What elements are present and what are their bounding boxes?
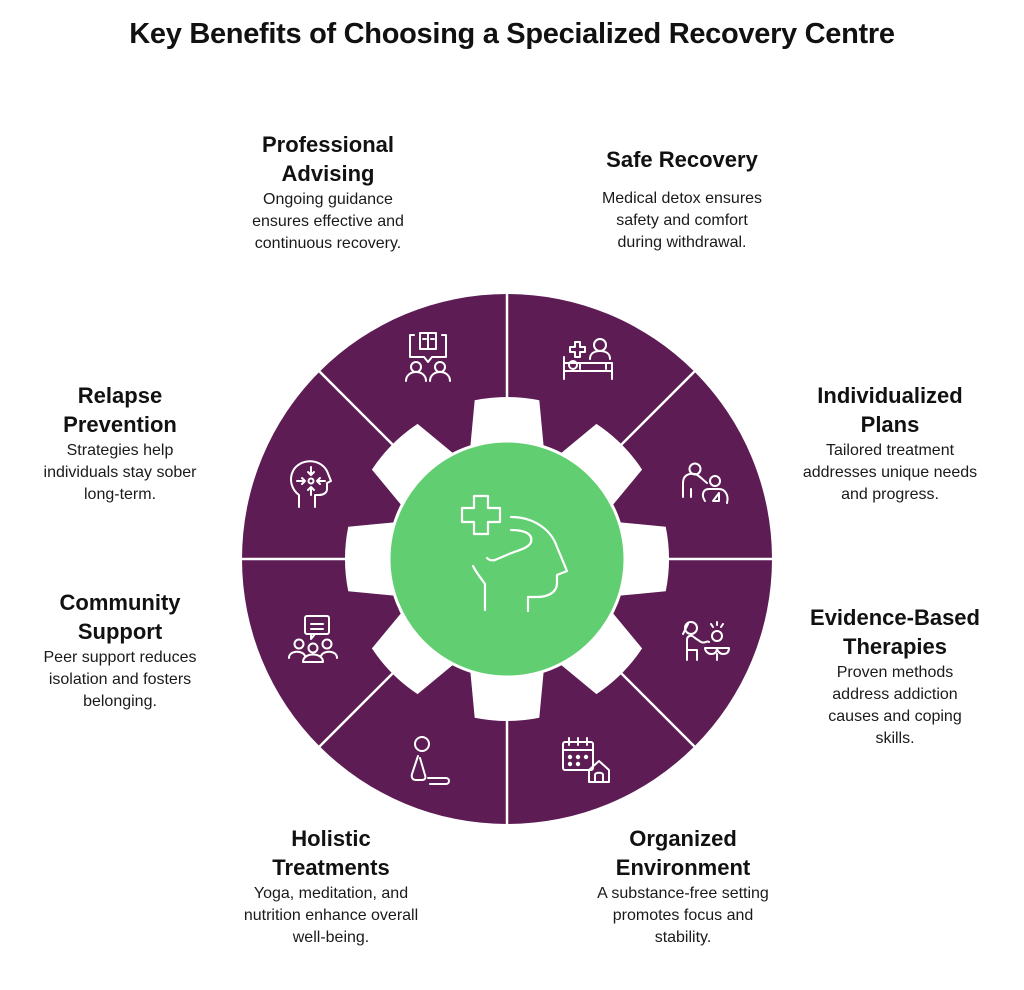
benefit-title-line: Professional <box>261 132 395 157</box>
benefit-description: Tailored treatment addresses unique needs… <box>780 440 1000 506</box>
segment-divider <box>619 671 696 748</box>
benefit-description: Medical detox ensures safety and comfort d… <box>582 188 782 254</box>
gear-gap <box>371 423 458 510</box>
gear-gap <box>469 666 545 721</box>
segment-individualized-plans <box>590 371 772 559</box>
benefit-description-line: and progress. <box>841 486 939 503</box>
gear-gap <box>556 608 643 695</box>
benefit-title-line: Evidence-Based <box>810 605 980 630</box>
benefit-description-line: continuous recovery. <box>254 235 402 252</box>
group-chat-icon <box>288 615 338 663</box>
benefit-description: Peer support reduces isolation and foster… <box>20 647 220 713</box>
hospital-bed-icon <box>563 338 613 380</box>
segment-professional-advising <box>319 294 507 476</box>
benefit-description-line: safety and comfort <box>616 212 748 229</box>
segment-organized-environment <box>507 642 695 825</box>
benefit-description-line: Proven methods <box>836 664 954 681</box>
benefit-description-line: causes and coping <box>828 708 962 725</box>
segment-divider <box>619 370 696 447</box>
benefit-description-line: isolation and fosters <box>48 671 192 688</box>
benefit-description-line: individuals stay sober <box>43 464 197 481</box>
benefit-description-line: Yoga, meditation, and <box>253 885 409 902</box>
segment-divider <box>318 370 395 447</box>
gear-gap <box>556 423 643 510</box>
benefit-title-line: Plans <box>860 412 920 437</box>
benefit-title-line: Safe Recovery <box>606 147 758 172</box>
benefit-description-line: A substance-free setting <box>597 885 769 902</box>
caregiver-icon <box>682 462 729 504</box>
benefit-description: Proven methods address addiction causes an… <box>790 662 1000 750</box>
benefit-title-line: Relapse <box>77 383 163 408</box>
benefit-title-line: Treatments <box>272 855 390 880</box>
gear-gap <box>614 521 669 597</box>
therapist-session-icon <box>682 621 730 661</box>
head-medical-cross-icon <box>460 494 569 613</box>
benefit-title-line: Support <box>77 619 163 644</box>
benefit-description: Strategies help individuals stay sober lon… <box>20 440 220 506</box>
benefit-title-line: Holistic <box>291 826 371 851</box>
gear-gap <box>469 397 545 452</box>
advisor-meeting-icon <box>405 332 451 382</box>
benefit-description-line: address addiction <box>832 686 958 703</box>
gear-gap <box>345 521 400 597</box>
benefit-description-line: promotes focus and <box>612 907 754 924</box>
benefit-title-line: Advising <box>281 161 375 186</box>
benefit-description-line: Ongoing guidance <box>263 191 393 208</box>
benefit-title-line: Prevention <box>63 412 177 437</box>
benefit-description-line: belonging. <box>83 693 157 710</box>
yoga-pose-icon <box>410 736 450 785</box>
benefit-description: Ongoing guidance ensures effective and con… <box>228 189 428 255</box>
diagram-title: Key Benefits of Choosing a Specialized R… <box>129 18 895 50</box>
segment-relapse-prevention <box>242 371 424 559</box>
segment-divider <box>318 671 395 748</box>
segment-holistic-treatments <box>319 642 507 825</box>
benefit-description-line: skills. <box>875 730 915 747</box>
benefit-description-line: long-term. <box>83 486 157 503</box>
benefit-title-line: Therapies <box>843 634 947 659</box>
benefit-title-line: Individualized <box>817 383 963 408</box>
segment-safe-recovery <box>507 294 695 476</box>
benefit-title-line: Environment <box>615 855 751 880</box>
benefit-description-line: ensures effective and <box>252 213 404 230</box>
benefit-title-line: Organized <box>629 826 737 851</box>
benefit-description: Yoga, meditation, and nutrition enhance o… <box>226 883 436 949</box>
benefit-description-line: during withdrawal. <box>617 234 747 251</box>
benefit-description-line: Peer support reduces <box>43 649 197 666</box>
benefit-title-line: Community <box>59 590 181 615</box>
calendar-home-icon <box>562 737 610 783</box>
benefit-description-line: Strategies help <box>66 442 174 459</box>
benefit-description-line: nutrition enhance overall <box>243 907 419 924</box>
benefit-description-line: Tailored treatment <box>825 442 955 459</box>
center-hub <box>387 439 627 679</box>
benefit-description-line: addresses unique needs <box>802 464 978 481</box>
benefit-description-line: well-being. <box>292 929 370 946</box>
benefit-title: Safe Recovery <box>582 145 782 174</box>
focused-mind-icon <box>290 460 332 508</box>
benefit-description: A substance-free setting promotes focus a… <box>578 883 788 949</box>
benefit-description-line: stability. <box>654 929 712 946</box>
benefit-description-line: Medical detox ensures <box>601 190 763 207</box>
segment-evidence-based-therapies <box>590 559 772 747</box>
gear-gap <box>371 608 458 695</box>
